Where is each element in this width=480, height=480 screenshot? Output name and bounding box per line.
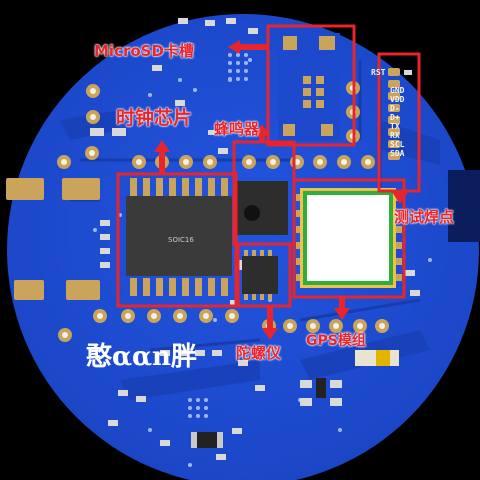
gyroscope — [242, 250, 278, 300]
via-grid — [188, 53, 248, 418]
passive-components — [90, 18, 420, 460]
silk-pin-vdd: VDD — [390, 95, 405, 104]
silk-pin-scl: SCL — [390, 140, 405, 149]
silk-pin-gnd: GND — [390, 86, 405, 95]
silk-pin-rx: RX — [390, 131, 400, 140]
buzzer — [236, 181, 288, 235]
microsd-slot — [278, 33, 340, 141]
label-gyroscope: 陀螺仪 — [236, 344, 282, 362]
annotation-boxes — [116, 24, 421, 308]
label-rtc-chip: 时钟芯片 — [116, 107, 193, 129]
chip-package-label: SOIC16 — [168, 236, 194, 244]
label-test-points: 测试焊点 — [394, 208, 455, 226]
label-buzzer: 蜂鸣器 — [214, 120, 260, 138]
annotation-arrows — [154, 40, 408, 340]
label-gps-module: GPS模组 — [306, 333, 366, 349]
label-microsd: MicroSD卡槽 — [94, 42, 194, 60]
dark-components — [191, 350, 399, 448]
silk-rst: RST — [371, 68, 386, 77]
board-outline — [7, 14, 479, 480]
silk-pin-dp: D+ — [390, 113, 400, 122]
silk-pin-sda: SDA — [390, 149, 405, 158]
silk-pin-dm: D- — [390, 104, 400, 113]
edge-pads — [6, 178, 100, 300]
edge-notch — [448, 170, 480, 242]
silk-pin-tx: TX — [390, 122, 400, 131]
test-point-pads — [388, 68, 400, 160]
gps-module — [296, 188, 402, 288]
author-watermark: 憨ααn胖 — [86, 342, 197, 372]
rtc-chip — [126, 178, 232, 296]
